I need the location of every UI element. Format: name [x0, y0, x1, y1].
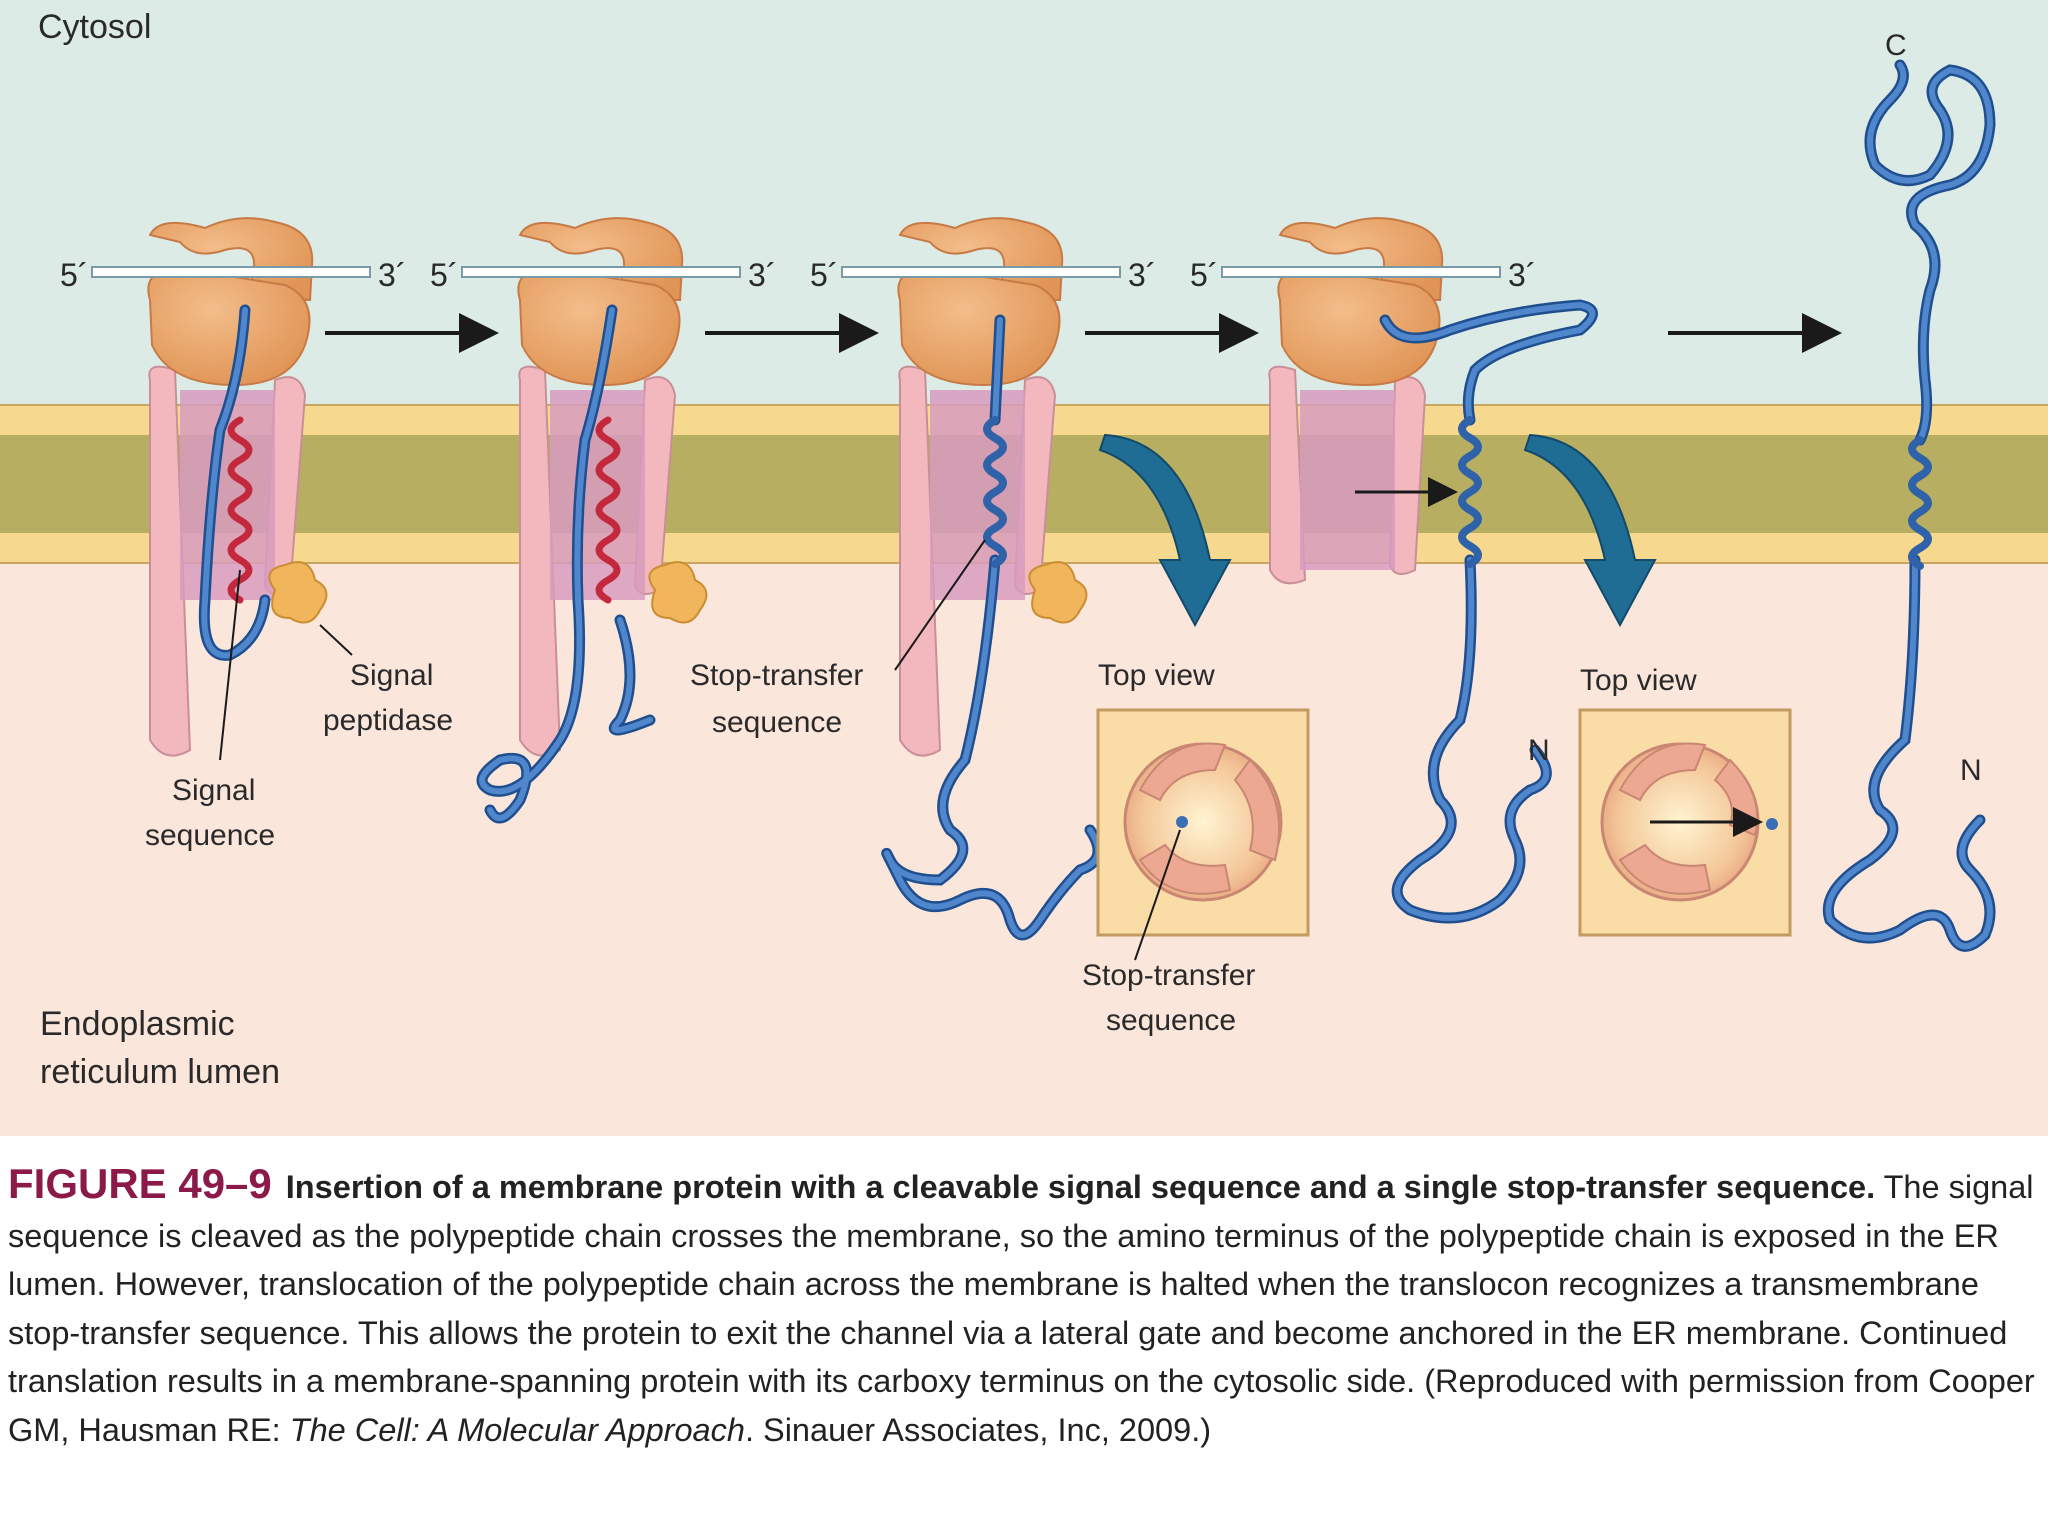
n-terminus-label-5: N — [1960, 754, 1982, 787]
mrna-3-prime: 3´ — [1128, 257, 1156, 293]
figure-label: FIGURE 49–9 — [8, 1160, 272, 1207]
stop-transfer-sequence-4 — [1458, 416, 1482, 568]
membrane-insertion-diagram: Cytosol Endoplasmic reticulum lumen 5´ 3… — [0, 0, 2048, 1136]
mrna-3-prime: 3´ — [748, 257, 776, 293]
top-view-label-2: Top view — [1580, 664, 1697, 697]
translocon-2 — [518, 365, 677, 757]
signal-peptidase-label-line1: Signal — [350, 659, 433, 692]
figure-source-tail: . Sinauer Associates, Inc, 2009.) — [744, 1411, 1212, 1448]
figure-body: The signal sequence is cleaved as the po… — [8, 1169, 2035, 1448]
figure-title: Insertion of a membrane protein with a c… — [285, 1169, 1876, 1205]
stop-transfer-sequence-5 — [1908, 436, 1932, 570]
cytosol-label: Cytosol — [38, 8, 151, 46]
ribosome-1 — [147, 217, 314, 387]
mrna-2: 5´ 3´ — [430, 257, 776, 293]
stage-2: 5´ 3´ — [430, 217, 776, 824]
lumen-label-line1: Endoplasmic — [40, 1005, 235, 1043]
stop-transfer-inset-label-line2: sequence — [1106, 1004, 1236, 1037]
mrna-5-prime: 5´ — [430, 257, 458, 293]
figure-source-title: The Cell: A Molecular Approach — [289, 1411, 745, 1448]
lateral-gate-arrow-2 — [1523, 433, 1657, 628]
signal-peptidase-1 — [268, 561, 328, 624]
lateral-gate-arrow-1 — [1098, 433, 1232, 628]
stage-3: 5´ 3´ Stop-transfer sequence — [690, 217, 1156, 941]
signal-sequence-2 — [595, 416, 621, 604]
c-terminus-label: C — [1885, 29, 1907, 62]
stop-transfer-sequence-3 — [983, 416, 1007, 568]
mrna-5-prime: 5´ — [1190, 257, 1218, 293]
stop-transfer-label-line2: sequence — [712, 706, 842, 739]
mrna-5-prime: 5´ — [810, 257, 838, 293]
figure-caption: FIGURE 49–9 Insertion of a membrane prote… — [8, 1160, 2036, 1454]
mrna-1: 5´ 3´ — [60, 257, 406, 293]
stop-transfer-label-line1: Stop-transfer — [690, 659, 863, 692]
mrna-3: 5´ 3´ — [810, 257, 1156, 293]
translocon-4 — [1268, 365, 1458, 585]
top-view-inset-2: Top view — [1578, 664, 1792, 937]
signal-sequence-label-line1: Signal — [172, 774, 255, 807]
ribosome-3 — [897, 217, 1064, 387]
signal-peptidase-label-line2: peptidase — [323, 704, 453, 737]
signal-peptidase-2 — [648, 561, 708, 624]
mrna-3-prime: 3´ — [378, 257, 406, 293]
n-terminus-label-4: N — [1528, 734, 1550, 767]
signal-sequence-1 — [227, 416, 253, 604]
mrna-5-prime: 5´ — [60, 257, 88, 293]
top-view-label-1: Top view — [1098, 659, 1215, 692]
lumen-label-line2: reticulum lumen — [40, 1053, 280, 1091]
stage-4: 5´ 3´ N — [1190, 217, 1598, 924]
mrna-4: 5´ 3´ — [1190, 257, 1536, 293]
signal-peptidase-3 — [1028, 561, 1088, 624]
stage-5: C N — [1822, 29, 1996, 952]
mrna-3-prime: 3´ — [1508, 257, 1536, 293]
signal-sequence-label-line2: sequence — [145, 819, 275, 852]
stage-1: 5´ 3´ Signal peptidase Signal sequence — [60, 217, 453, 852]
stop-transfer-inset-label-line1: Stop-transfer — [1082, 959, 1255, 992]
top-view-inset-1: Top view Stop-transfer sequence — [1082, 659, 1310, 1037]
translocon-3 — [898, 365, 1057, 757]
